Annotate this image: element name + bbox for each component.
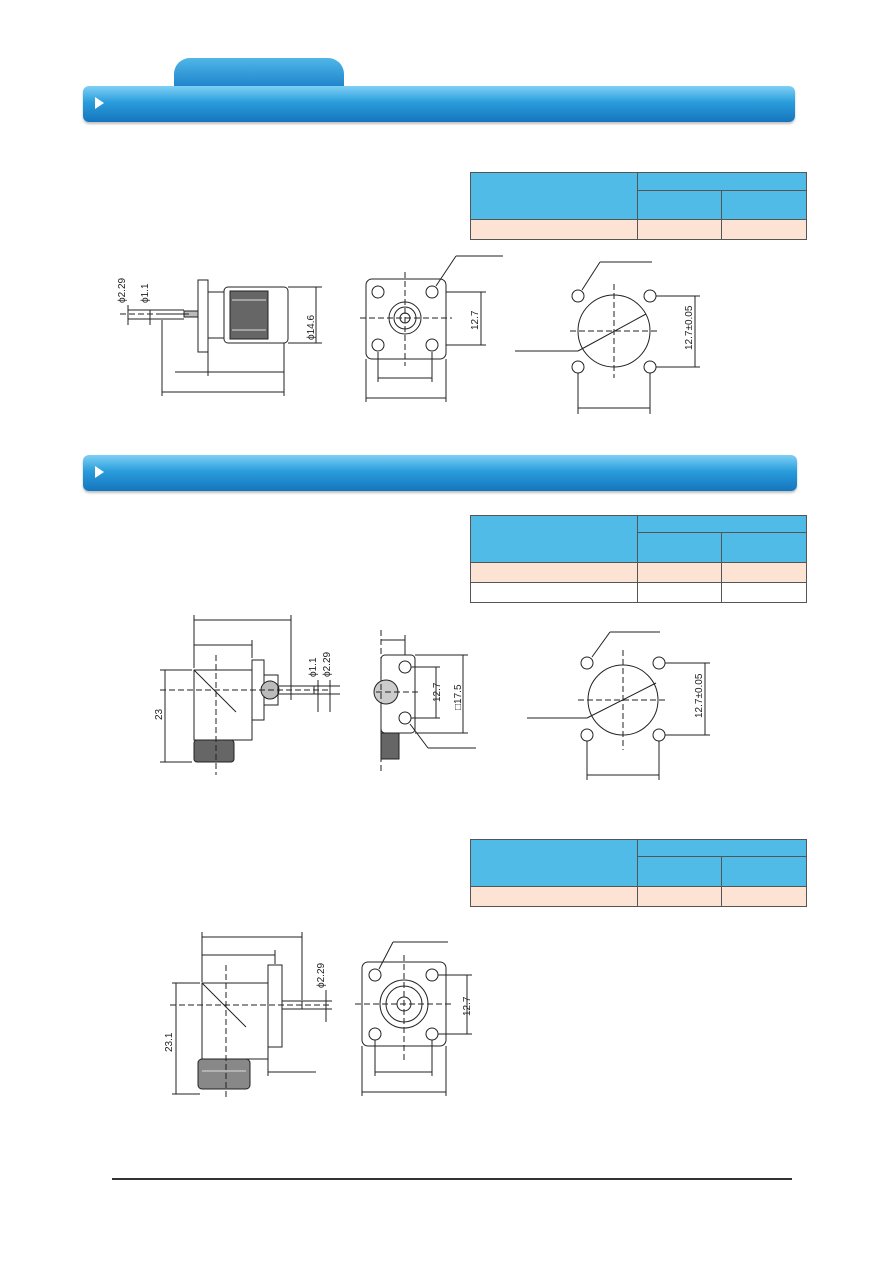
section-band-1 xyxy=(83,86,795,122)
table-header-cell xyxy=(721,190,807,220)
dim-d11: ϕ1.1 xyxy=(308,657,319,677)
table-row xyxy=(470,582,807,603)
spec-table-1 xyxy=(470,172,807,240)
dim-d229: ϕ2.29 xyxy=(322,651,333,677)
dim-s127: 12.7 xyxy=(462,996,473,1016)
dim-d146: ϕ14.6 xyxy=(306,314,317,340)
play-arrow-icon xyxy=(95,97,104,109)
table-row xyxy=(470,886,807,907)
dim-s127: 12.7 xyxy=(432,682,443,702)
table-header-cell xyxy=(721,532,807,563)
dim-sq175: □17.5 xyxy=(453,684,464,710)
dim-d229: ϕ2.29 xyxy=(316,962,327,988)
dim-h23: 23 xyxy=(154,708,165,720)
table-header-cell xyxy=(470,515,638,563)
dim-tol: 12.7±0.05 xyxy=(684,305,695,350)
table-header-cell xyxy=(721,856,807,887)
dim-tol: 12.7±0.05 xyxy=(694,673,705,718)
table-header-cell xyxy=(637,172,807,191)
footer-rule xyxy=(112,1178,792,1180)
dim-h231: 23.1 xyxy=(164,1032,175,1052)
table-header-cell xyxy=(470,839,638,887)
spec-table-3 xyxy=(470,839,807,907)
dim-s127: 12.7 xyxy=(470,310,481,330)
dim-d229: ϕ2.29 xyxy=(117,277,128,303)
play-arrow-icon xyxy=(95,466,104,478)
table-row xyxy=(470,562,807,583)
spec-table-2 xyxy=(470,515,807,603)
table-row xyxy=(470,219,807,240)
dim-d11: ϕ1.1 xyxy=(140,283,151,303)
header-tab xyxy=(174,58,344,88)
section-band-2 xyxy=(83,455,797,491)
elbow-body xyxy=(201,982,269,1060)
